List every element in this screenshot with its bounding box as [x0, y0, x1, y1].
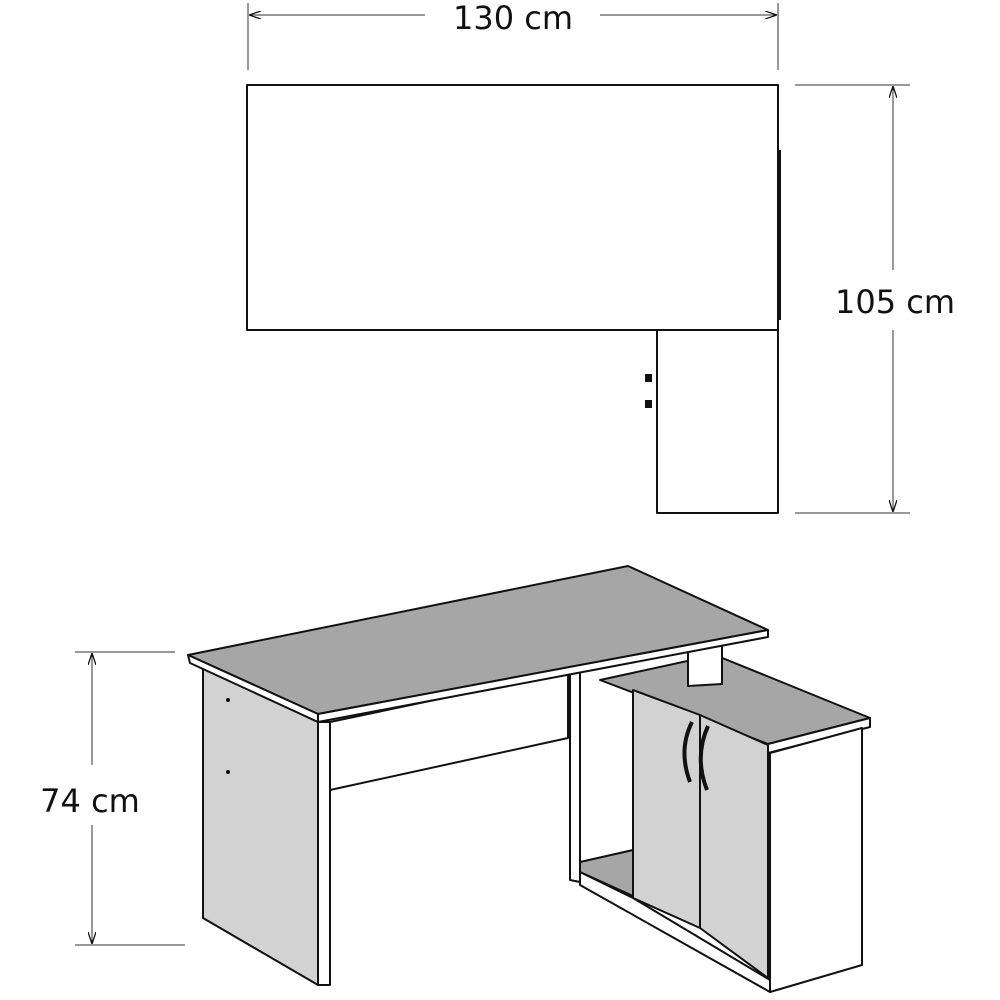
door-handle-icon: [698, 725, 710, 791]
width-dimension: 130 cm: [247, 0, 779, 70]
handle-icon: [645, 374, 652, 382]
width-label: 130 cm: [453, 0, 573, 37]
right-door: [699, 714, 769, 979]
door-handle-icon: [682, 721, 694, 783]
height-label: 74 cm: [40, 782, 140, 820]
cabinet-side: [769, 727, 863, 993]
handle-icon: [645, 400, 652, 408]
perspective-view: [187, 565, 871, 993]
height-dimension: 74 cm: [40, 651, 185, 946]
support-panel: [569, 671, 581, 883]
bottom-shelf: [579, 849, 634, 897]
depth-label: 105 cm: [835, 283, 955, 321]
depth-dimension: 105 cm: [795, 84, 955, 514]
top-view: [246, 84, 781, 514]
left-leg-panel: [202, 667, 319, 986]
